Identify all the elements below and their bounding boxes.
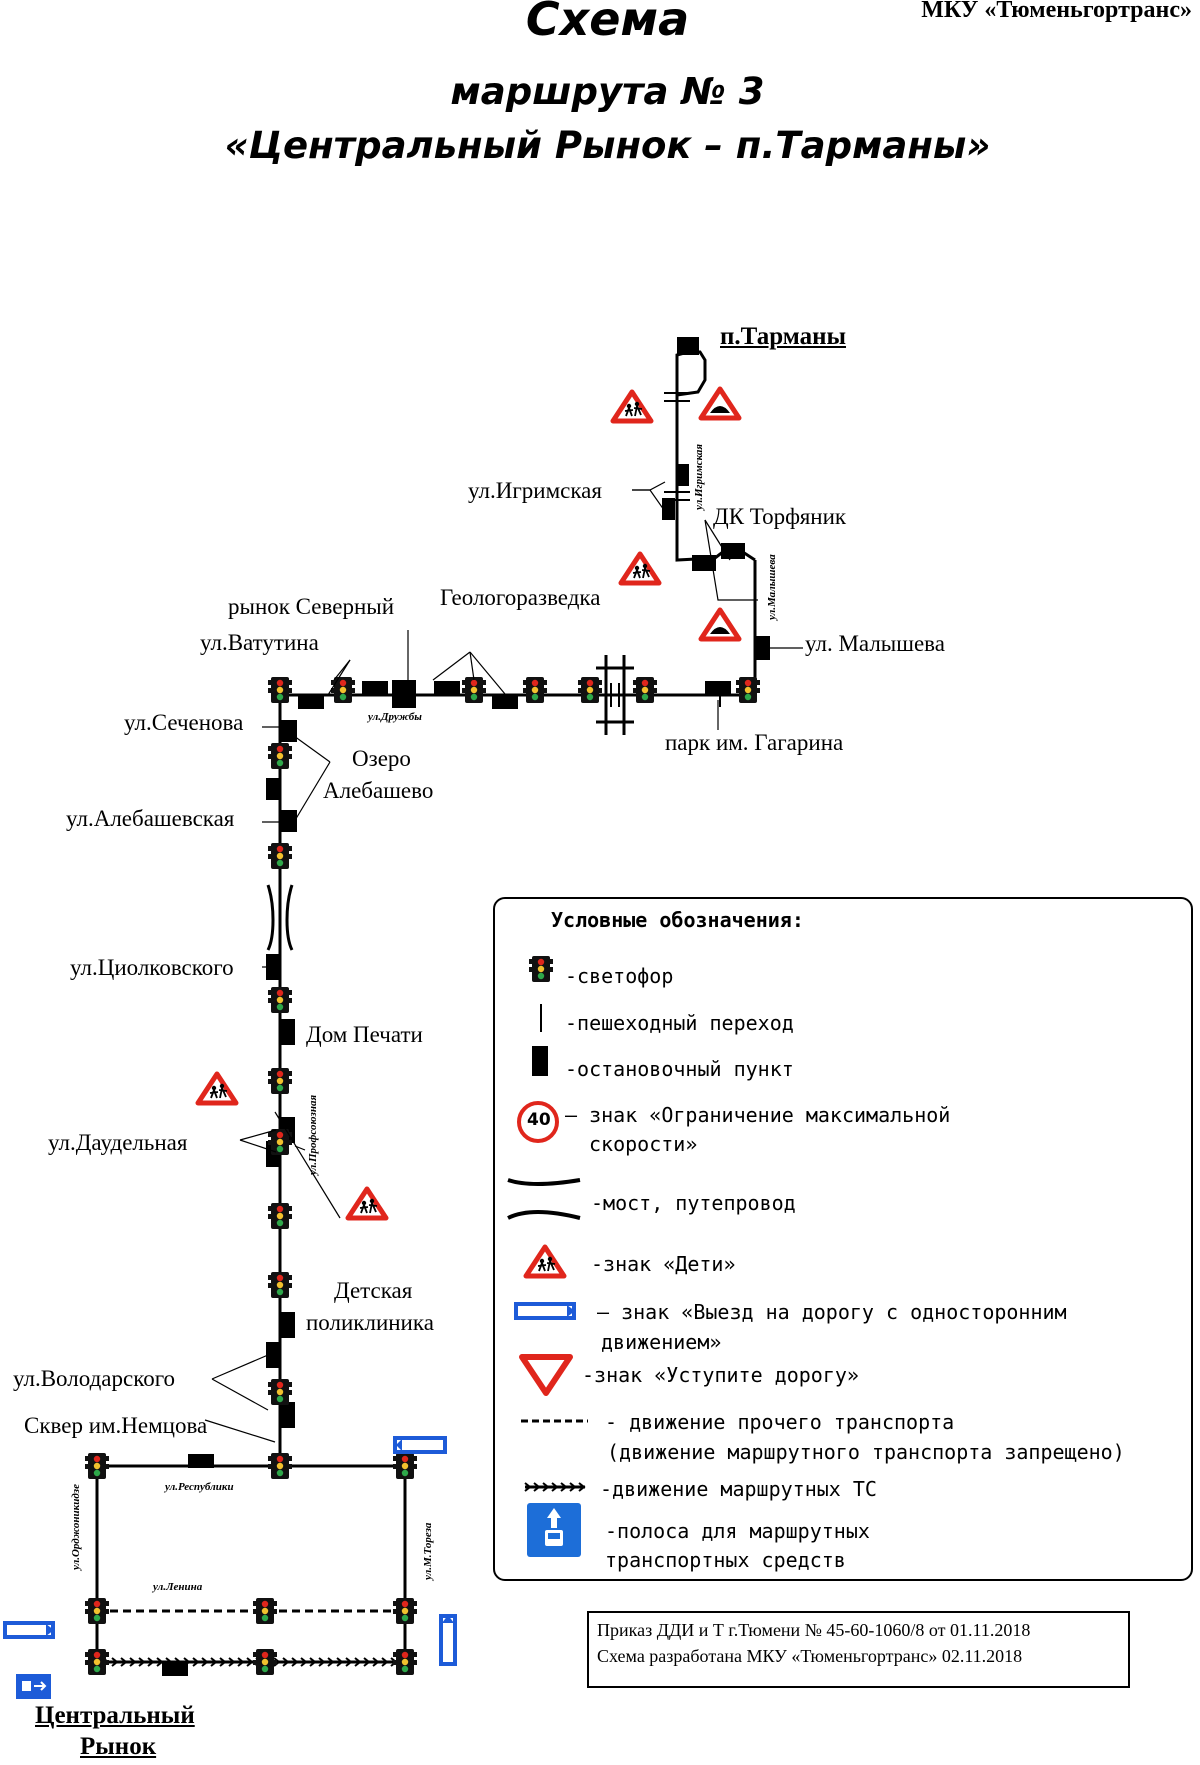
stop-label-rynok-severny: рынок Северный <box>228 594 395 619</box>
street-label-lenina: ул.Ленина <box>153 1581 203 1593</box>
bridge-south <box>266 884 294 951</box>
legend-crossing: -пешеходный переход <box>565 1011 794 1035</box>
route-arrow <box>551 1482 559 1492</box>
legend-other-line2: (движение маршрутного транспорта запреще… <box>607 1440 1125 1464</box>
stop-label-skver-nemtsova: Сквер им.Немцова <box>24 1413 208 1438</box>
route-arrow <box>138 1657 146 1667</box>
route-arrow <box>210 1657 218 1667</box>
route-arrow <box>354 1657 362 1667</box>
street-label-malysheva: ул.Малышева <box>766 554 778 620</box>
stop-label-malysheva: ул. Малышева <box>805 631 945 656</box>
street-label-druzhby: ул.Дружбы <box>368 711 422 723</box>
stop-label-detskaya-line1: Детская <box>334 1278 413 1303</box>
route-arrow <box>300 1657 308 1667</box>
route-arrow <box>381 1657 389 1667</box>
legend-bus-lane-line2: транспортных средств <box>605 1548 846 1572</box>
order-line2: Схема разработана МКУ «Тюменьгортранс» 0… <box>597 1646 1023 1666</box>
route-arrow <box>578 1482 586 1492</box>
route-arrow <box>111 1657 119 1667</box>
pedestrian-crossings <box>610 392 721 707</box>
route-arrow <box>219 1657 227 1667</box>
terminal-central-market-line1: Центральный <box>35 1702 195 1729</box>
stop-label-ozero-line2: Алебашево <box>323 778 434 803</box>
page-title: Схема <box>525 0 690 46</box>
stop-label-igrimskaya: ул.Игримская <box>468 478 602 503</box>
legend-children: -знак «Дети» <box>591 1252 736 1276</box>
route-arrow <box>533 1482 541 1492</box>
route-arrow <box>246 1657 254 1667</box>
street-label-ordzhonikidze: ул.Орджоникидзе <box>70 1484 82 1570</box>
stop-label-volodarskogo: ул.Володарского <box>13 1366 176 1391</box>
stop-label-alebashevskaya: ул.Алебашевская <box>66 806 235 831</box>
legend-bridge: -мост, путепровод <box>591 1191 796 1215</box>
route-arrow <box>560 1482 568 1492</box>
stop-label-tsiolkovskogo: ул.Циолковского <box>70 955 234 980</box>
stop-label-geologorazvedka: Геологоразведка <box>440 585 601 610</box>
one-way-signs <box>3 1436 457 1666</box>
legend-symbols <box>507 956 588 1557</box>
route-arrow <box>327 1657 335 1667</box>
legend-speed-value: 40 <box>527 1110 551 1130</box>
route-arrow <box>291 1657 299 1667</box>
route-arrow <box>345 1657 353 1667</box>
route-arrow <box>201 1657 209 1667</box>
stop-label-dom-pechati: Дом Печати <box>306 1022 423 1047</box>
terminal-tarmany: п.Тарманы <box>720 323 847 350</box>
organization-name: МКУ «Тюменьгортранс» <box>921 0 1192 23</box>
route-arrow <box>192 1657 200 1667</box>
bridge-east <box>596 655 634 735</box>
route-arrow <box>237 1657 245 1667</box>
bus-lane-sign-small <box>16 1674 51 1699</box>
route-number: маршрута № 3 <box>450 70 765 113</box>
route-arrow <box>569 1482 577 1492</box>
route-arrow <box>309 1657 317 1667</box>
route-arrow <box>372 1657 380 1667</box>
legend-oneway-line1: – знак «Выезд на дорогу с односторонним <box>597 1300 1067 1324</box>
stop-label-park-gagarina: парк им. Гагарина <box>665 730 844 755</box>
legend-stop: -остановочный пункт <box>565 1057 794 1081</box>
legend-route-ts: -движение маршрутных ТС <box>600 1477 877 1501</box>
legend-oneway-line2: движением» <box>601 1330 722 1354</box>
stop-label-detskaya-line2: поликлиника <box>306 1310 434 1335</box>
route-arrow <box>228 1657 236 1667</box>
legend-box <box>493 897 1193 1581</box>
stop-label-daudelnaya: ул.Даудельная <box>48 1130 188 1155</box>
legend-title: Условные обозначения: <box>551 908 804 932</box>
terminal-central-market-line2: Рынок <box>80 1733 157 1760</box>
legend-yield: -знак «Уступите дорогу» <box>582 1363 859 1387</box>
route-arrow <box>282 1657 290 1667</box>
stop-label-ozero-line1: Озеро <box>352 746 411 771</box>
order-box <box>587 1611 1130 1688</box>
route-arrow <box>318 1657 326 1667</box>
route-arrow <box>524 1482 532 1492</box>
route-name: «Центральный Рынок – п.Тарманы» <box>224 124 991 167</box>
route-arrow <box>129 1657 137 1667</box>
route-arrow <box>336 1657 344 1667</box>
legend-speed-line1: – знак «Ограничение максимальной <box>565 1103 951 1127</box>
street-label-respubliki: ул.Республики <box>165 1481 234 1493</box>
route-arrow <box>147 1657 155 1667</box>
legend-speed-line2: скорости» <box>589 1132 698 1156</box>
street-label-profsoyuznaya: ул.Профсоюзная <box>307 1094 319 1175</box>
street-label-igrimskaya: ул.Игримская <box>693 443 705 510</box>
order-line1: Приказ ДДИ и Т г.Тюмени № 45-60-1060/8 о… <box>597 1620 1031 1640</box>
route-arrow <box>120 1657 128 1667</box>
stop-label-dk-torfyanik: ДК Торфяник <box>713 504 847 529</box>
stop-label-sechenova: ул.Сеченова <box>124 710 244 735</box>
street-label-m-toreza: ул.М.Тореза <box>422 1522 434 1580</box>
stop-label-vatutina: ул.Ватутина <box>200 630 319 655</box>
legend-bus-lane-line1: -полоса для маршрутных <box>605 1519 870 1543</box>
leader-lines <box>204 481 803 1443</box>
route-ts-line <box>97 1657 405 1667</box>
route-arrow <box>542 1482 550 1492</box>
legend-other-line1: - движение прочего транспорта <box>605 1410 955 1434</box>
route-arrow <box>363 1657 371 1667</box>
legend-traffic-light: -светофор <box>565 964 674 988</box>
